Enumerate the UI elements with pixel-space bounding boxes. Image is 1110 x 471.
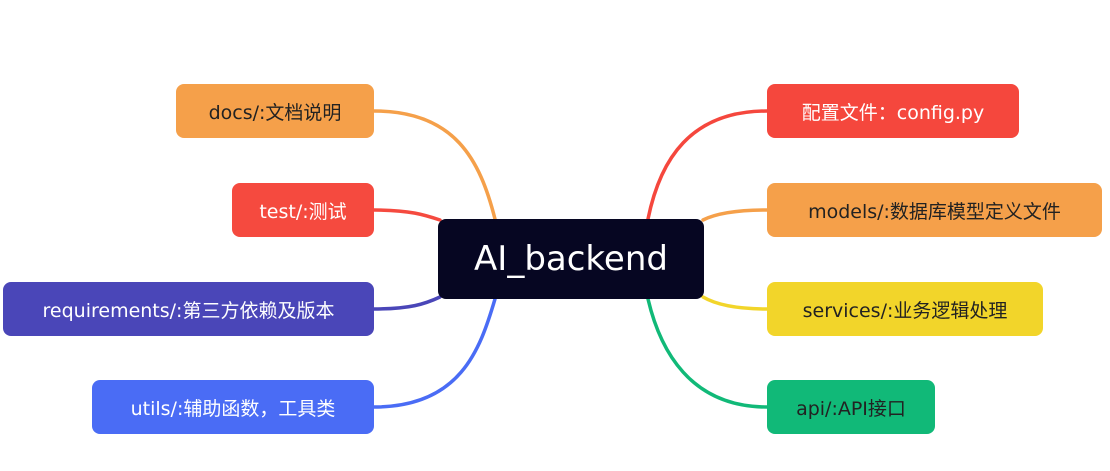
branch-node-docs[interactable]: docs/:文档说明 bbox=[176, 84, 374, 138]
left-connector-3 bbox=[372, 297, 497, 409]
branch-node-models[interactable]: models/:数据库模型定义文件 bbox=[767, 183, 1102, 237]
branch-node-label: 配置文件：config.py bbox=[801, 101, 985, 124]
branch-node-utils[interactable]: utils/:辅助函数，工具类 bbox=[92, 380, 374, 434]
branch-node-test[interactable]: test/:测试 bbox=[232, 183, 374, 237]
left-connector-0 bbox=[372, 109, 497, 221]
branch-node-config[interactable]: 配置文件：config.py bbox=[767, 84, 1019, 138]
right-connector-1 bbox=[701, 208, 769, 222]
root-node[interactable]: AI_backend bbox=[438, 219, 704, 299]
branch-node-label: models/:数据库模型定义文件 bbox=[808, 200, 1061, 223]
branch-node-api[interactable]: api/:API接口 bbox=[767, 380, 935, 434]
right-connector-2 bbox=[701, 295, 769, 311]
branch-node-label: services/:业务逻辑处理 bbox=[802, 299, 1008, 322]
branch-node-label: utils/:辅助函数，工具类 bbox=[130, 397, 336, 420]
root-node-label: AI_backend bbox=[474, 239, 668, 279]
connectors bbox=[372, 109, 769, 409]
left-connector-2 bbox=[372, 295, 442, 311]
right-connector-0 bbox=[646, 109, 769, 221]
branch-node-services[interactable]: services/:业务逻辑处理 bbox=[767, 282, 1043, 336]
branch-node-label: docs/:文档说明 bbox=[208, 101, 342, 124]
branch-node-label: api/:API接口 bbox=[796, 397, 906, 420]
branch-node-label: test/:测试 bbox=[259, 200, 347, 223]
left-connector-1 bbox=[372, 208, 442, 222]
right-connector-3 bbox=[646, 297, 769, 409]
branch-node-label: requirements/:第三方依赖及版本 bbox=[42, 299, 335, 322]
branch-node-requirements[interactable]: requirements/:第三方依赖及版本 bbox=[3, 282, 374, 336]
